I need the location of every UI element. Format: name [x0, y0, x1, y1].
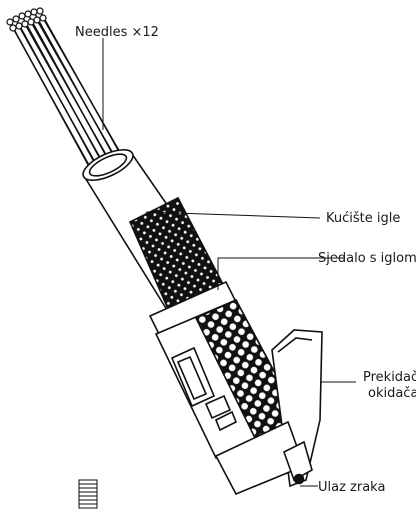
- label-needle-housing: Kućište igle: [326, 211, 400, 226]
- label-needle-seat: Sjedalo s iglom: [318, 251, 416, 266]
- label-air-inlet: Ulaz zraka: [318, 480, 385, 495]
- label-trigger-line1: Prekidač: [363, 370, 416, 385]
- threaded-fitting: [79, 480, 97, 508]
- label-trigger-line2: okidača: [368, 386, 416, 401]
- label-needles: Needles ×12: [75, 25, 159, 40]
